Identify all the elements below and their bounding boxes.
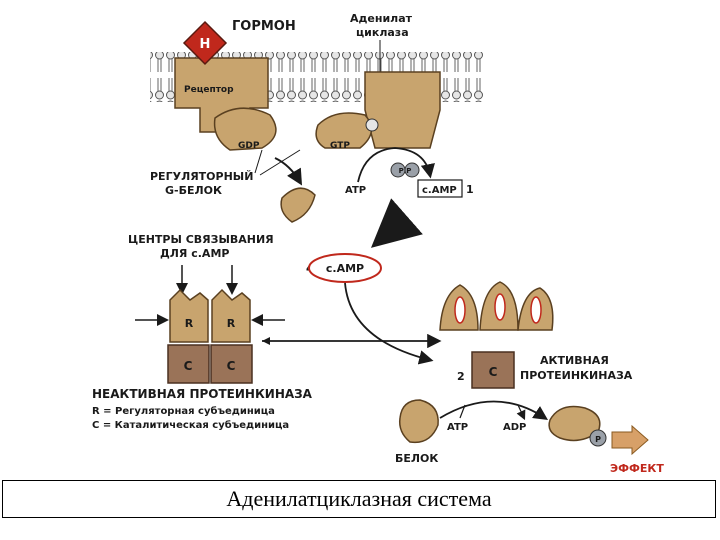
phosphate-label: P bbox=[595, 435, 601, 444]
adp-bottom-label: ADP bbox=[503, 422, 526, 433]
regulatory-camp-complex bbox=[439, 281, 554, 331]
r-label-left: R bbox=[185, 317, 194, 330]
g-protein-active bbox=[315, 112, 373, 149]
c-label-left: C bbox=[184, 359, 193, 373]
phosphorylation-arrow bbox=[439, 400, 549, 420]
gdp-label: GDP bbox=[238, 141, 260, 151]
hormone-symbol: H bbox=[200, 37, 211, 52]
g-protein-leader-2 bbox=[259, 149, 301, 176]
receptor-label: Рецептор bbox=[184, 85, 234, 95]
pyrophosphate-label: P P bbox=[399, 167, 412, 175]
adenylate-cyclase bbox=[364, 71, 441, 149]
regulatory-subunit-left bbox=[169, 288, 209, 343]
camp-center-label: c.AMP bbox=[326, 262, 364, 275]
adenylate-cyclase-label-2: циклаза bbox=[356, 26, 409, 39]
adp-tick bbox=[516, 404, 526, 421]
subunit-release-arrow bbox=[274, 157, 303, 186]
regulatory-g-protein-label-1: РЕГУЛЯТОРНЫЙ bbox=[150, 170, 253, 183]
g-protein-inactive bbox=[213, 107, 277, 151]
step-1-label: 1 bbox=[466, 183, 474, 196]
camp-label: c.AMP bbox=[422, 185, 457, 196]
regulatory-g-protein-label-2: G-БЕЛОК bbox=[165, 184, 222, 197]
atp-bottom-label: ATP bbox=[447, 422, 468, 433]
active-kinase-label-1: АКТИВНАЯ bbox=[540, 354, 609, 367]
atp-label: ATP bbox=[345, 185, 366, 196]
pyrophosphate-p2 bbox=[404, 162, 420, 178]
active-catalytic-subunit bbox=[471, 351, 515, 389]
regulatory-subunit-right bbox=[211, 288, 251, 343]
camp-oval bbox=[308, 253, 382, 283]
binding-centers-label-1: ЦЕНТРЫ СВЯЗЫВАНИЯ bbox=[128, 233, 274, 246]
active-kinase-label-2: ПРОТЕИНКИНАЗА bbox=[520, 369, 633, 382]
effect-label: ЭФФЕКТ bbox=[610, 462, 664, 475]
inactive-kinase-label: НЕАКТИВНАЯ ПРОТЕИНКИНАЗА bbox=[92, 387, 313, 401]
catalytic-subunit-left bbox=[167, 344, 210, 384]
caption-text: Аденилатциклазная система bbox=[226, 486, 492, 511]
adenylate-cyclase-diagram: Рецептор H ГОРМОН Аденилат циклаза GDP G… bbox=[92, 12, 664, 475]
bound-camp-3 bbox=[530, 296, 542, 324]
effect-arrow bbox=[611, 424, 649, 456]
binding-centers-label-2: ДЛЯ с.AMP bbox=[160, 247, 229, 260]
g-protein-alpha-subunit bbox=[280, 187, 316, 223]
g-protein-subunit bbox=[365, 118, 379, 132]
bound-camp-1 bbox=[454, 296, 466, 324]
phosphate-group bbox=[589, 429, 607, 447]
step-2-label: 2 bbox=[457, 370, 465, 383]
legend-r: R = Регуляторная субъединица bbox=[92, 405, 275, 417]
camp-to-active-arrow bbox=[344, 282, 434, 365]
hormone-molecule bbox=[182, 20, 228, 66]
adenylate-cyclase-label-1: Аденилат bbox=[350, 12, 413, 25]
substrate-protein bbox=[398, 399, 439, 444]
atp-to-camp-arrow bbox=[357, 147, 435, 183]
c-label-right: C bbox=[227, 359, 236, 373]
protein-label: БЕЛОК bbox=[395, 452, 438, 465]
hormone-label: ГОРМОН bbox=[232, 19, 296, 34]
diffusion-arrow bbox=[370, 198, 423, 248]
g-protein-leader-1 bbox=[254, 149, 263, 174]
catalytic-subunit-right bbox=[210, 344, 253, 384]
active-c-label: C bbox=[489, 365, 498, 379]
legend-c: C = Каталитическая субъединица bbox=[92, 419, 289, 431]
caption-box: Аденилатциклазная система bbox=[2, 480, 716, 518]
dissociation-arrow-head bbox=[262, 337, 270, 345]
r-label-right: R bbox=[227, 317, 236, 330]
gtp-label: GTP bbox=[330, 141, 350, 151]
camp-box bbox=[417, 179, 463, 198]
atp-tick bbox=[459, 404, 466, 419]
bound-camp-2 bbox=[494, 293, 506, 321]
